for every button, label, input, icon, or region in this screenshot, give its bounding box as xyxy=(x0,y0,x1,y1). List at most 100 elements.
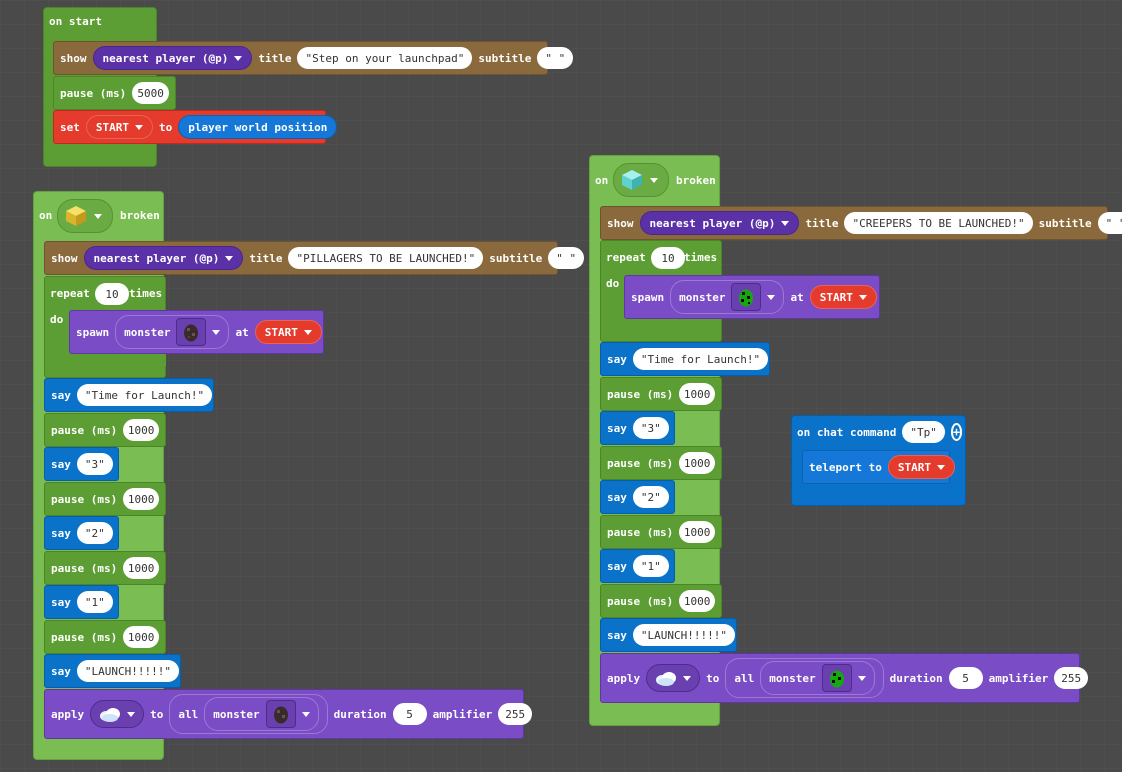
chevron-down-icon xyxy=(127,711,136,717)
subtitle-input[interactable]: " " xyxy=(537,47,574,69)
say-block[interactable]: say"1" xyxy=(600,549,675,583)
chevron-down-icon xyxy=(858,294,867,300)
player-selector-dropdown[interactable]: nearest player (@p) xyxy=(639,211,800,235)
say-block[interactable]: say"2" xyxy=(44,516,119,550)
monster-selector[interactable]: monster xyxy=(670,280,785,314)
say-block[interactable]: say"Time for Launch!" xyxy=(44,378,214,412)
set-label: set xyxy=(60,120,80,134)
player-world-position-block[interactable]: player world position xyxy=(178,115,338,139)
apply-effect-block[interactable]: apply to all monster duration 5 amplifie… xyxy=(600,653,1089,703)
say-block[interactable]: say"LAUNCH!!!!!" xyxy=(44,654,181,688)
levitation-cloud-icon xyxy=(100,708,121,722)
say-text-input[interactable]: "3" xyxy=(76,453,113,475)
monster-selector[interactable]: monster xyxy=(204,697,319,731)
pause-block[interactable]: pause (ms)1000 xyxy=(600,584,722,618)
teleport-block[interactable]: teleport to START xyxy=(802,450,955,484)
duration-input[interactable]: 5 xyxy=(948,667,983,689)
spawn-block[interactable]: spawn monster at START xyxy=(624,275,880,319)
repeat-count-input[interactable]: 10 xyxy=(95,283,129,305)
subtitle-input[interactable]: " " xyxy=(1097,212,1122,234)
subtitle-label: subtitle xyxy=(489,251,543,265)
block-picker-dropdown[interactable] xyxy=(57,199,113,233)
creeper-spawn-egg-icon xyxy=(821,664,852,692)
broken-label: broken xyxy=(676,174,716,187)
chevron-down-icon xyxy=(135,124,143,130)
say-text-input[interactable]: "3" xyxy=(632,417,669,439)
pause-block[interactable]: pause (ms)1000 xyxy=(44,620,166,654)
monster-selector[interactable]: monster xyxy=(760,661,875,695)
chevron-down-icon xyxy=(767,294,776,300)
amplifier-input[interactable]: 255 xyxy=(498,703,533,725)
pause-value-input[interactable]: 1000 xyxy=(679,452,715,474)
command-input[interactable]: "Tp" xyxy=(902,421,945,443)
say-block[interactable]: say"1" xyxy=(44,585,119,619)
duration-input[interactable]: 5 xyxy=(392,703,427,725)
subtitle-input[interactable]: " " xyxy=(548,247,585,269)
pause-block[interactable]: pause (ms)1000 xyxy=(600,377,722,411)
spawn-block[interactable]: spawn monster at START xyxy=(69,310,324,354)
target-selector[interactable]: all monster xyxy=(169,694,328,734)
pause-value-input[interactable]: 1000 xyxy=(123,488,159,510)
repeat-count-input[interactable]: 10 xyxy=(651,247,685,269)
say-text-input[interactable]: "Time for Launch!" xyxy=(76,384,213,406)
show-title-block[interactable]: show nearest player (@p) title "PILLAGER… xyxy=(44,241,585,275)
pause-value-input[interactable]: 1000 xyxy=(679,383,715,405)
to-label: to xyxy=(159,120,173,134)
pause-value-input[interactable]: 1000 xyxy=(679,521,715,543)
pause-block[interactable]: pause (ms) 5000 xyxy=(53,76,176,110)
say-block[interactable]: say"3" xyxy=(600,411,675,445)
say-block[interactable]: say"3" xyxy=(44,447,119,481)
broken-label: broken xyxy=(120,209,160,222)
pause-block[interactable]: pause (ms)1000 xyxy=(44,551,166,585)
title-input[interactable]: "Step on your launchpad" xyxy=(297,47,473,69)
do-label: do xyxy=(606,277,620,290)
position-variable-dropdown[interactable]: START xyxy=(887,455,955,479)
apply-effect-block[interactable]: apply to all monster duration 5 amplifie… xyxy=(44,689,533,739)
block-picker-dropdown[interactable] xyxy=(613,163,669,197)
say-text-input[interactable]: "Time for Launch!" xyxy=(632,348,769,370)
chevron-down-icon xyxy=(683,675,692,681)
teleport-label: teleport to xyxy=(809,460,882,474)
pause-block[interactable]: pause (ms)1000 xyxy=(44,413,166,447)
effect-selector[interactable] xyxy=(90,700,145,728)
chevron-down-icon xyxy=(650,177,658,183)
player-selector-dropdown[interactable]: nearest player (@p) xyxy=(92,46,253,70)
title-input[interactable]: "CREEPERS TO BE LAUNCHED!" xyxy=(844,212,1033,234)
pause-block[interactable]: pause (ms)1000 xyxy=(600,446,722,480)
say-text-input[interactable]: "LAUNCH!!!!!" xyxy=(632,624,735,646)
pause-value-input[interactable]: 5000 xyxy=(132,82,169,104)
creeper-spawn-egg-icon xyxy=(731,283,762,311)
effect-selector[interactable] xyxy=(646,664,701,692)
show-label: show xyxy=(60,51,87,65)
set-variable-block[interactable]: set START to player world position xyxy=(53,110,338,144)
pause-block[interactable]: pause (ms)1000 xyxy=(44,482,166,516)
target-selector[interactable]: all monster xyxy=(725,658,884,698)
say-text-input[interactable]: "1" xyxy=(632,555,669,577)
pause-label: pause (ms) xyxy=(60,86,127,100)
player-selector-dropdown[interactable]: nearest player (@p) xyxy=(83,246,244,270)
diamond-block-icon xyxy=(622,170,642,190)
say-block[interactable]: say"2" xyxy=(600,480,675,514)
pause-value-input[interactable]: 1000 xyxy=(123,557,159,579)
amplifier-input[interactable]: 255 xyxy=(1054,667,1089,689)
title-label: title xyxy=(249,251,283,265)
title-input[interactable]: "PILLAGERS TO BE LAUNCHED!" xyxy=(288,247,484,269)
say-block[interactable]: say"Time for Launch!" xyxy=(600,342,770,376)
say-block[interactable]: say"LAUNCH!!!!!" xyxy=(600,618,737,652)
position-variable-dropdown[interactable]: START xyxy=(809,285,877,309)
pause-value-input[interactable]: 1000 xyxy=(123,626,159,648)
add-parameter-icon[interactable]: + xyxy=(950,423,963,441)
show-title-block[interactable]: show nearest player (@p) title "Step on … xyxy=(53,41,574,75)
variable-dropdown[interactable]: START xyxy=(85,115,153,139)
monster-selector[interactable]: monster xyxy=(115,315,230,349)
say-text-input[interactable]: "LAUNCH!!!!!" xyxy=(76,660,179,682)
chevron-down-icon xyxy=(212,329,221,335)
say-text-input[interactable]: "1" xyxy=(76,591,113,613)
say-text-input[interactable]: "2" xyxy=(76,522,113,544)
say-text-input[interactable]: "2" xyxy=(632,486,669,508)
pause-block[interactable]: pause (ms)1000 xyxy=(600,515,722,549)
show-title-block[interactable]: show nearest player (@p) title "CREEPERS… xyxy=(600,206,1122,240)
position-variable-dropdown[interactable]: START xyxy=(254,320,322,344)
pause-value-input[interactable]: 1000 xyxy=(679,590,715,612)
pause-value-input[interactable]: 1000 xyxy=(123,419,159,441)
